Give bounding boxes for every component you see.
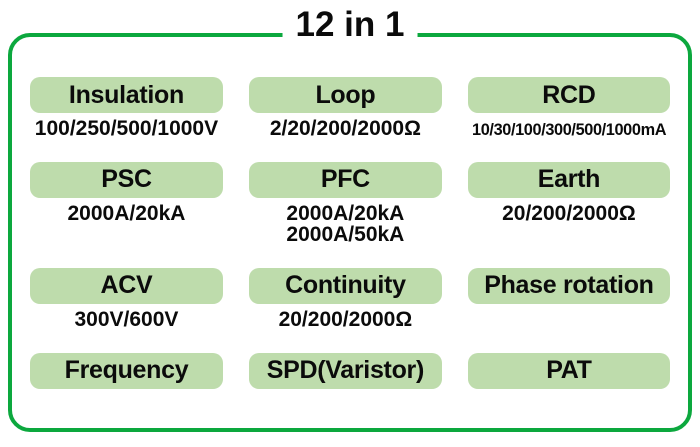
panel-title: 12 in 1 xyxy=(282,1,418,49)
feature-badge-label: PFC xyxy=(248,161,442,198)
range-value-line: 2/20/200/2000Ω xyxy=(269,117,421,140)
range-value-line: 20/200/2000Ω xyxy=(278,307,413,331)
range-value-line: 20/200/2000Ω xyxy=(502,201,636,225)
feature-cell-spd-varistor: SPD(Varistor) xyxy=(248,352,442,389)
feature-badge-label: RCD xyxy=(467,77,670,113)
feature-cell-loop: Loop 2/20/200/2000Ω xyxy=(248,77,442,140)
feature-range-values: 300V/600V xyxy=(74,309,178,331)
feature-range-values: 10/30/100/300/500/1000mA xyxy=(472,121,666,139)
feature-badge-label: Insulation xyxy=(30,77,223,113)
feature-badge-label: PAT xyxy=(467,352,670,389)
range-value-line: 2000A/50kA xyxy=(286,223,405,247)
range-value-line: 2000A/20kA xyxy=(67,201,186,225)
feature-cell-pat: PAT xyxy=(467,352,670,389)
feature-grid: Insulation 100/250/500/1000V Loop 2/20/2… xyxy=(12,37,688,428)
feature-panel: Insulation 100/250/500/1000V Loop 2/20/2… xyxy=(8,33,692,432)
feature-cell-insulation: Insulation 100/250/500/1000V xyxy=(30,77,223,140)
feature-cell-continuity: Continuity 20/200/2000Ω xyxy=(248,267,442,331)
feature-cell-phase-rotation: Phase rotation xyxy=(467,267,670,331)
feature-cell-earth: Earth 20/200/2000Ω xyxy=(467,161,670,246)
range-value-line: 10/30/100/300/500/1000mA xyxy=(471,120,666,139)
feature-badge-label: Frequency xyxy=(30,352,223,389)
feature-badge-label: Earth xyxy=(467,161,670,198)
feature-badge-label: Loop xyxy=(248,77,442,113)
feature-range-values: 2000A/20kA xyxy=(67,201,186,225)
feature-badge-label: Continuity xyxy=(248,267,442,304)
feature-cell-rcd: RCD 10/30/100/300/500/1000mA xyxy=(467,77,670,140)
feature-cell-acv: ACV 300V/600V xyxy=(30,267,223,331)
feature-range-values: 20/200/2000Ω xyxy=(502,201,636,225)
feature-badge-label: ACV xyxy=(30,267,223,304)
feature-range-values: 20/200/2000Ω xyxy=(279,309,413,331)
feature-badge-label: PSC xyxy=(30,161,223,198)
range-value-line: 100/250/500/1000V xyxy=(34,117,219,140)
feature-cell-frequency: Frequency xyxy=(30,352,223,389)
feature-badge-label: Phase rotation xyxy=(467,267,670,304)
range-value-line: 2000A/20kA xyxy=(286,201,405,225)
feature-range-values: 100/250/500/1000V xyxy=(35,118,218,140)
range-value-line: 300V/600V xyxy=(74,307,179,331)
feature-badge-label: SPD(Varistor) xyxy=(248,352,442,389)
feature-range-values: 2/20/200/2000Ω xyxy=(270,118,421,140)
feature-cell-psc: PSC 2000A/20kA xyxy=(30,161,223,246)
